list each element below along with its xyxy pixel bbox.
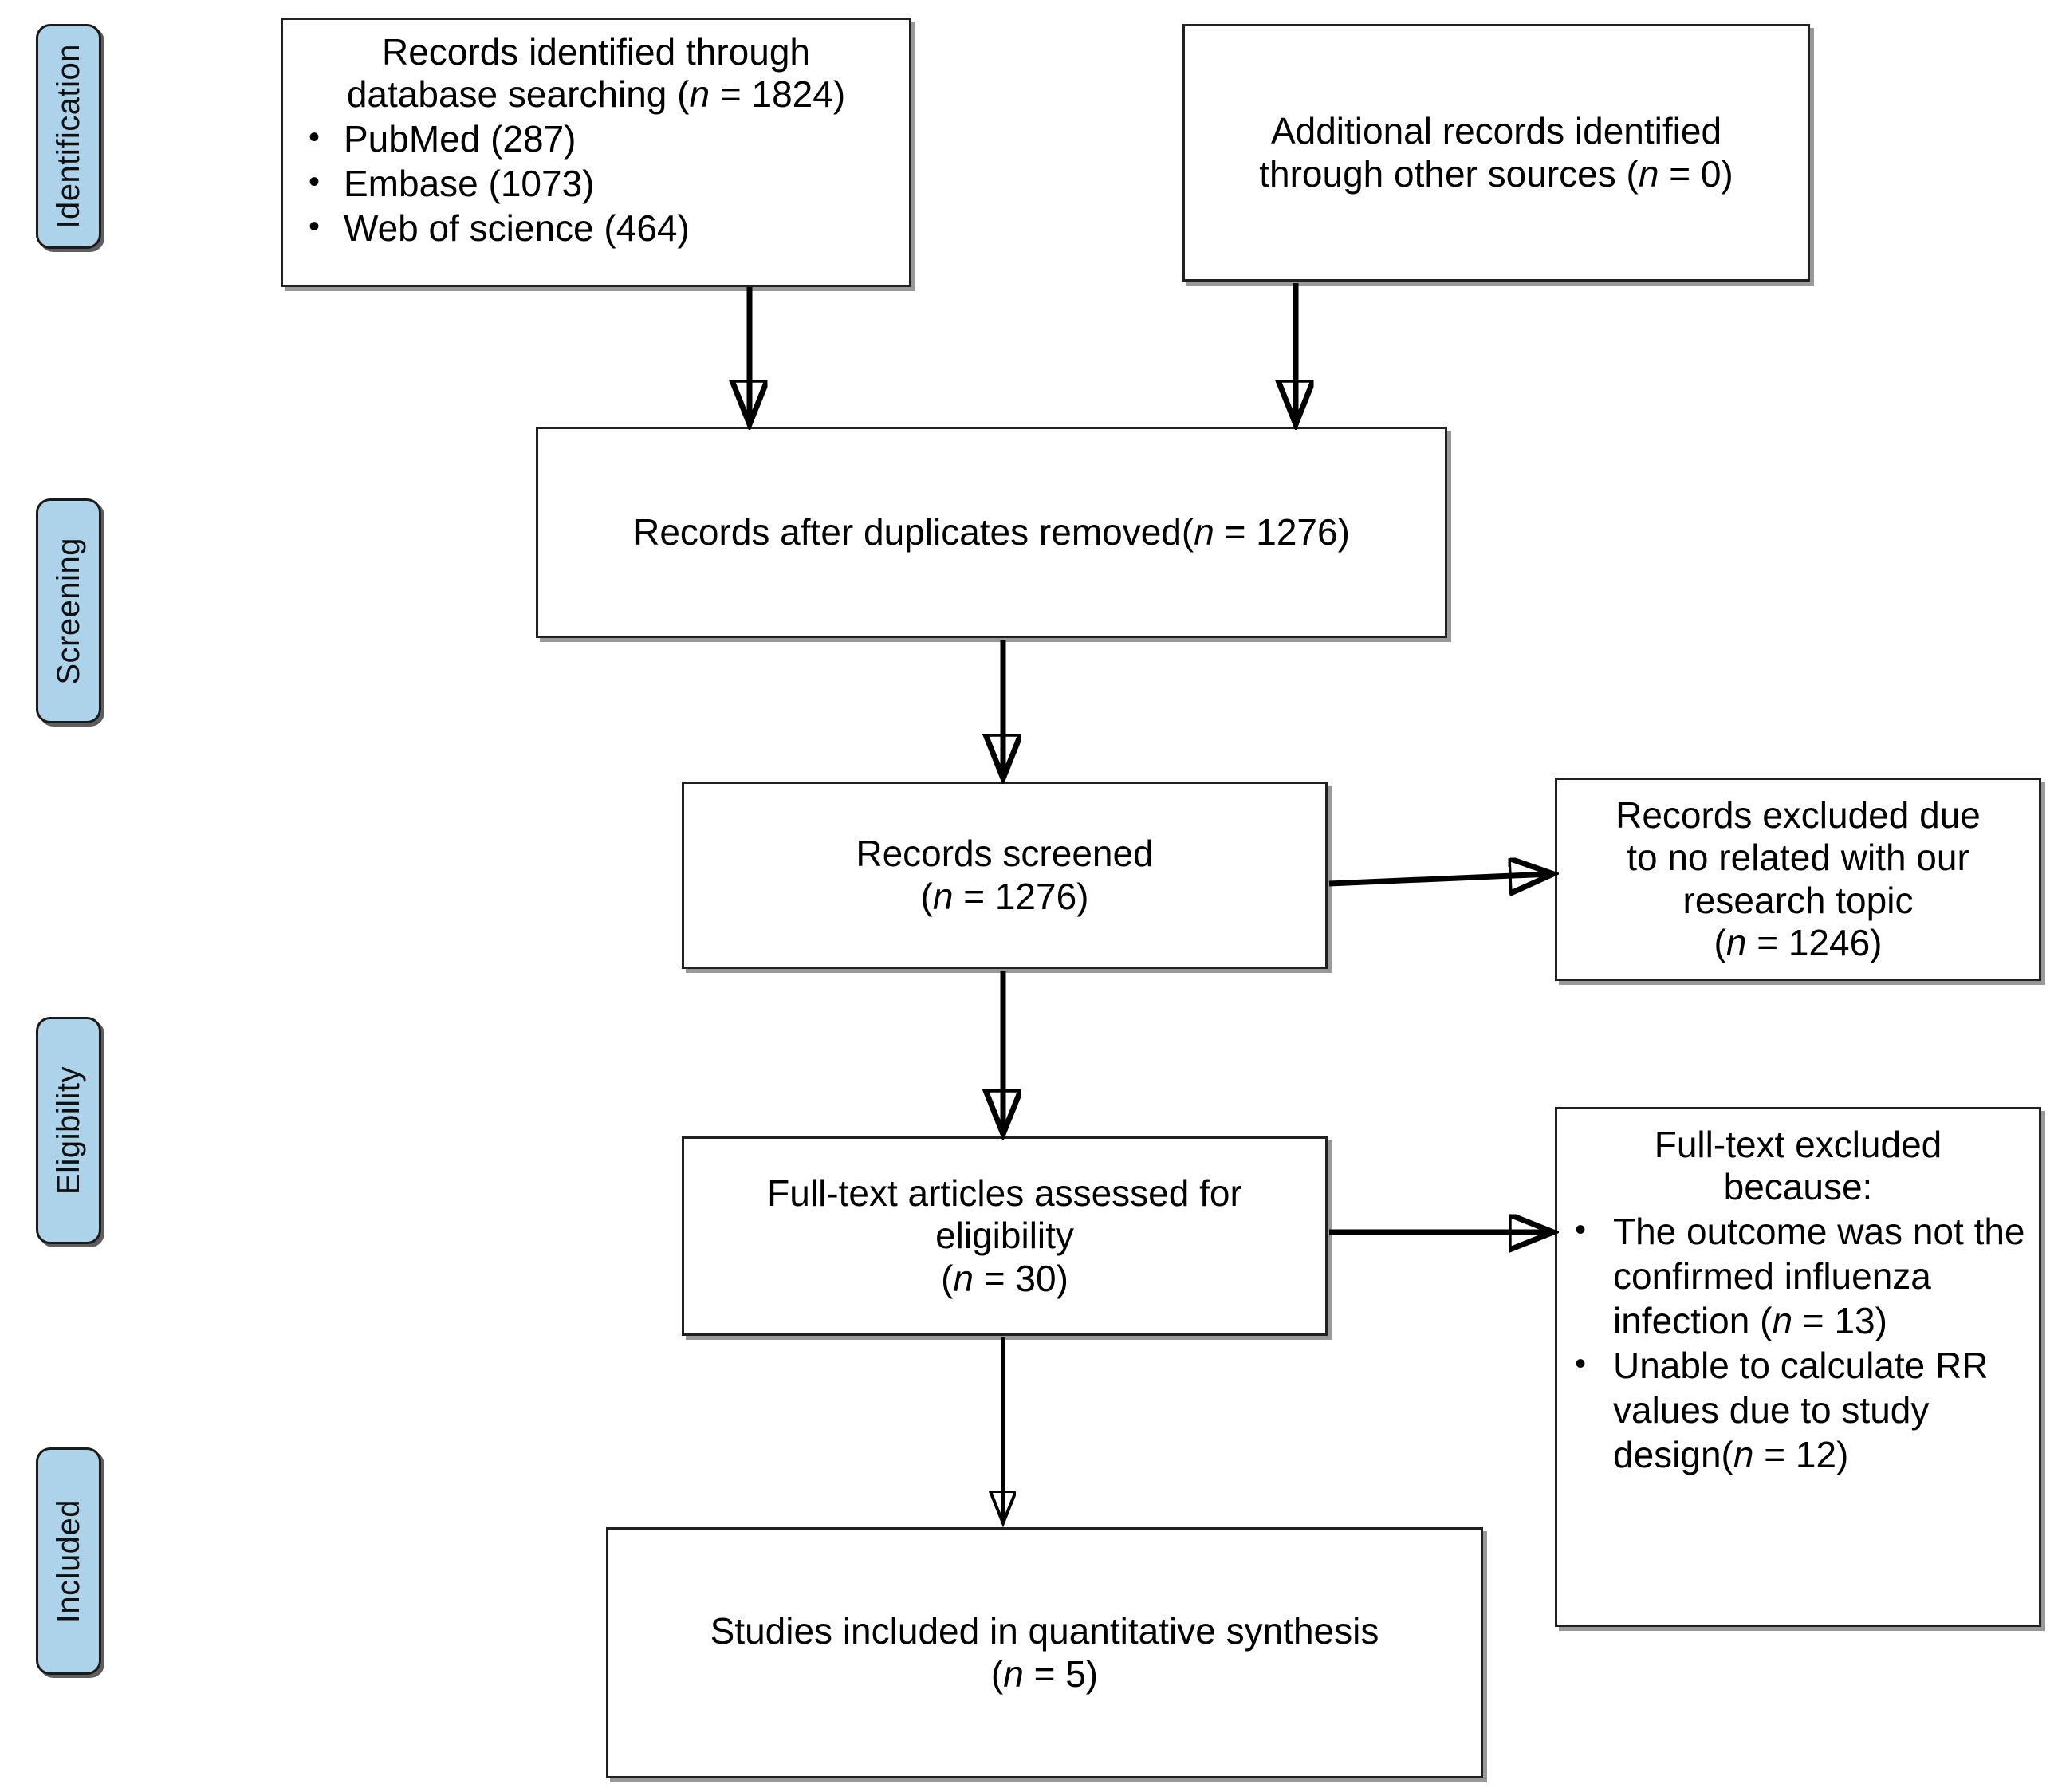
box-records-identified: Records identified through database sear…	[281, 18, 911, 287]
fulltext-assessed-line2: eligibility	[935, 1215, 1074, 1257]
box-additional-records: Additional records identified through ot…	[1182, 24, 1810, 282]
phase-tab-identification: Identification	[36, 24, 101, 249]
box-fulltext-excluded: Full-text excluded because: The outcome …	[1555, 1107, 2041, 1627]
n-symbol: n	[1725, 921, 1747, 963]
box-studies-included: Studies included in quantitative synthes…	[606, 1527, 1483, 1778]
records-screened-line1: Records screened	[856, 833, 1154, 875]
records-excluded-line4: (n = 1246)	[1714, 921, 1883, 963]
list-item: Unable to calculate RR values due to stu…	[1562, 1343, 2034, 1477]
n-symbol: n	[953, 1257, 974, 1299]
box-records-screened: Records screened (n = 1276)	[682, 782, 1328, 969]
records-excluded-line2: to no related with our	[1627, 837, 1969, 879]
n-symbol: n	[932, 875, 954, 917]
list-item: Web of science (464)	[296, 206, 896, 250]
duplicates-removed-line: Records after duplicates removed(n = 127…	[633, 510, 1350, 553]
box-fulltext-assessed: Full-text articles assessed for eligibil…	[682, 1136, 1328, 1336]
fulltext-assessed-line3: (n = 30)	[941, 1257, 1068, 1299]
fulltext-excluded-heading-line1: Full-text excluded	[1654, 1124, 1942, 1165]
list-item: PubMed (287)	[296, 116, 896, 161]
fulltext-excluded-heading: Full-text excluded because:	[1562, 1124, 2034, 1209]
n-symbol: n	[1733, 1434, 1754, 1476]
fulltext-excluded-heading-line2: because:	[1723, 1166, 1873, 1208]
fulltext-excluded-reason-list: The outcome was not the confirmed influe…	[1562, 1209, 2034, 1478]
phase-tab-screening: Screening	[36, 498, 101, 723]
records-excluded-line3: research topic	[1682, 879, 1914, 921]
phase-tab-included: Included	[36, 1447, 101, 1675]
list-item: The outcome was not the confirmed influe…	[1562, 1209, 2034, 1343]
n-symbol: n	[1772, 1299, 1793, 1341]
n-symbol: n	[689, 73, 710, 116]
box-records-excluded: Records excluded due to no related with …	[1555, 778, 2041, 981]
n-symbol: n	[1638, 152, 1659, 195]
n-symbol: n	[1194, 510, 1214, 553]
records-screened-line2: (n = 1276)	[920, 875, 1089, 917]
records-identified-source-list: PubMed (287) Embase (1073) Web of scienc…	[296, 116, 896, 250]
box-duplicates-removed: Records after duplicates removed(n = 127…	[536, 427, 1447, 638]
additional-records-line1: Additional records identified	[1270, 110, 1722, 152]
arrow-screened-to-excluded	[1328, 874, 1550, 884]
studies-included-line2: (n = 5)	[990, 1652, 1099, 1695]
records-identified-line1: Records identified through	[382, 31, 810, 73]
records-identified-line2: database searching (n = 1824)	[346, 73, 846, 116]
records-identified-heading: Records identified through database sear…	[296, 31, 896, 116]
studies-included-line1: Studies included in quantitative synthes…	[710, 1610, 1379, 1652]
phase-tab-eligibility: Eligibility	[36, 1017, 101, 1244]
records-excluded-line1: Records excluded due	[1615, 794, 1981, 836]
n-symbol: n	[1003, 1652, 1024, 1695]
additional-records-line2: through other sources (n = 0)	[1259, 152, 1733, 195]
list-item: Embase (1073)	[296, 161, 896, 206]
fulltext-assessed-line1: Full-text articles assessed for	[767, 1172, 1242, 1214]
